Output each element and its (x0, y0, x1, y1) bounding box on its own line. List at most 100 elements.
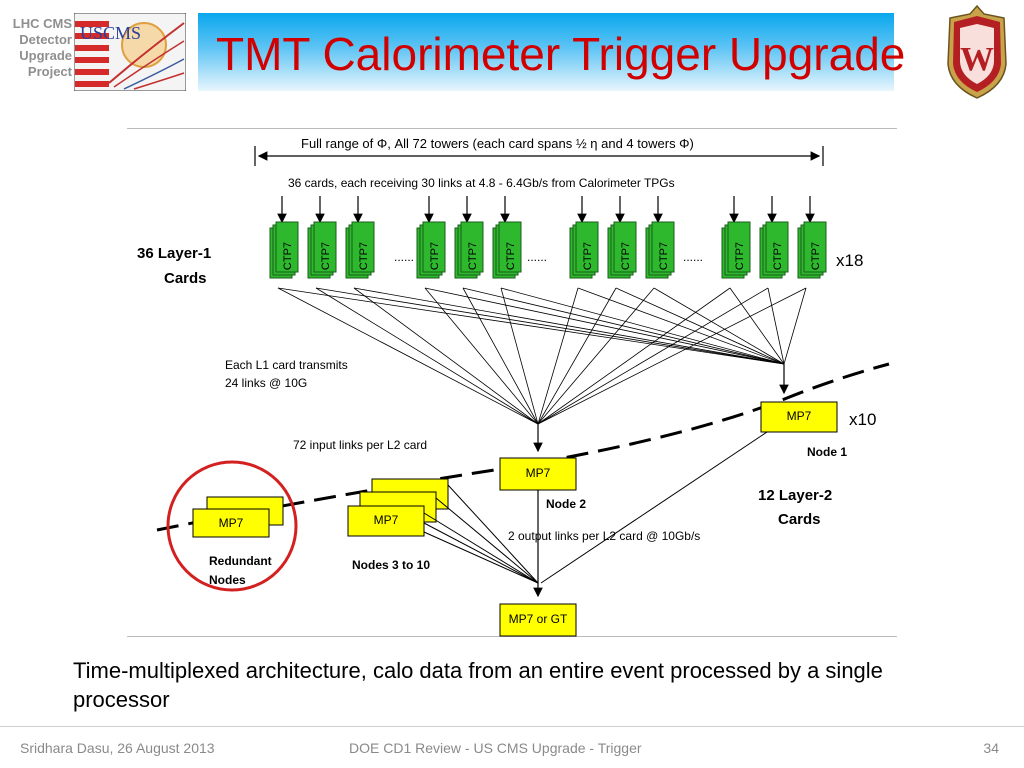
logo-text: USCMS (80, 23, 141, 43)
ctp7-card-label: CTP7 (467, 242, 479, 270)
ctp7-card: CTP7 (454, 221, 484, 279)
nodes3-box (347, 505, 425, 537)
node1-box (760, 401, 838, 433)
ctp7-card: CTP7 (645, 221, 675, 279)
project-label-line: Detector (19, 32, 72, 47)
fan-out-link (653, 287, 785, 365)
output-links-label: 2 output links per L2 card @ 10Gb/s (508, 529, 700, 543)
redundant-label: Redundant (209, 554, 272, 568)
layer2-multiplier: x10 (849, 410, 876, 429)
transmit-label: Each L1 card transmits (225, 358, 348, 372)
ctp7-card-label: CTP7 (358, 242, 370, 270)
top-range-label: Full range of Φ, All 72 towers (each car… (301, 136, 694, 151)
fan-out-link (729, 287, 785, 365)
fan-out-link (537, 287, 769, 425)
ctp7-card: CTP7 (721, 221, 751, 279)
ctp7-card-label: CTP7 (658, 242, 670, 270)
fan-out-link (462, 287, 539, 425)
page-number: 34 (983, 740, 999, 756)
node2-box-label: MP7 (526, 466, 551, 480)
fan-out-link (537, 287, 655, 425)
ctp7-card-label: CTP7 (320, 242, 332, 270)
ctp7-card: CTP7 (607, 221, 637, 279)
fan-out-link (537, 287, 731, 425)
ctp7-card-label: CTP7 (772, 242, 784, 270)
input-arrows (277, 196, 815, 224)
final-box (499, 603, 577, 637)
slide-caption: Time-multiplexed architecture, calo data… (73, 658, 883, 712)
dashed-boundary (156, 362, 890, 532)
fan-out-link (424, 287, 785, 365)
crest-letter: W (960, 41, 994, 78)
fan-out-link (315, 287, 539, 425)
ctp7-card-label: CTP7 (734, 242, 746, 270)
fan-out-link (277, 287, 785, 365)
transmit-label: 24 links @ 10G (225, 376, 307, 390)
layer2-label: 12 Layer-2 (758, 487, 832, 504)
uscms-logo: USCMS (73, 12, 187, 92)
ellipsis: ...... (683, 250, 703, 264)
fan-out-link (577, 287, 785, 365)
fan-out-link (462, 287, 785, 365)
fan-out-link (500, 287, 785, 365)
ctp7-card: CTP7 (569, 221, 599, 279)
layer1-label: 36 Layer-1 (137, 245, 211, 262)
footer-divider (0, 726, 1024, 727)
fan-out-link (500, 287, 539, 425)
architecture-diagram: Full range of Φ, All 72 towers (each car… (127, 128, 897, 638)
node2-label: Node 2 (546, 497, 586, 511)
ctp7-card-label: CTP7 (282, 242, 294, 270)
footer-title: DOE CD1 Review - US CMS Upgrade - Trigge… (349, 740, 642, 756)
fan-out-link (277, 287, 539, 425)
ctp7-card: CTP7 (759, 221, 789, 279)
ctp7-card-label: CTP7 (582, 242, 594, 270)
final-box-label: MP7 or GT (509, 612, 568, 626)
nodes3-box-label: MP7 (374, 513, 399, 527)
layer1-cards: CTP7 CTP7 CTP7 CTP7 CTP7 CTP7 CTP7 CTP7 CTP7 CTP7… (269, 221, 827, 279)
layer1-multiplier: x18 (836, 251, 863, 270)
title-bar: TMT Calorimeter Trigger Upgrade (198, 13, 905, 91)
fan-out-link (615, 287, 785, 365)
project-label-line: LHC CMS (12, 16, 72, 31)
input-links-label: 72 input links per L2 card (293, 438, 427, 452)
fan-out-link (537, 287, 807, 425)
university-crest: W (944, 4, 1010, 100)
node1-label: Node 1 (807, 445, 847, 459)
nodes3-label: Nodes 3 to 10 (352, 558, 430, 572)
redundant-box-label: MP7 (219, 516, 244, 530)
page-title: TMT Calorimeter Trigger Upgrade (216, 28, 906, 80)
project-label-line: Upgrade (19, 48, 72, 63)
fan-out-link (783, 287, 807, 365)
redundant-label: Nodes (209, 573, 246, 587)
node1-box-label: MP7 (787, 409, 812, 423)
fan-out-lines (277, 287, 807, 425)
fan-out-link (537, 287, 617, 425)
project-label: LHC CMS Detector Upgrade Project (2, 16, 72, 80)
layer2-label: Cards (778, 511, 821, 528)
ctp7-card-label: CTP7 (810, 242, 822, 270)
ctp7-card-label: CTP7 (429, 242, 441, 270)
ctp7-card: CTP7 (345, 221, 375, 279)
ellipsis: ...... (527, 250, 547, 264)
ctp7-card: CTP7 (269, 221, 299, 279)
ctp7-card: CTP7 (416, 221, 446, 279)
project-label-line: Project (27, 64, 72, 79)
ctp7-card-label: CTP7 (505, 242, 517, 270)
fan-out-link (353, 287, 539, 425)
ctp7-card: CTP7 (797, 221, 827, 279)
fan-out-link (767, 287, 785, 365)
cards-input-label: 36 cards, each receiving 30 links at 4.8… (288, 176, 675, 190)
ctp7-card-label: CTP7 (620, 242, 632, 270)
fan-out-link (424, 287, 539, 425)
fan-out-link (353, 287, 785, 365)
redundant-box (192, 508, 270, 538)
ctp7-card: CTP7 (307, 221, 337, 279)
node2-box (499, 457, 577, 491)
footer-author-date: Sridhara Dasu, 26 August 2013 (20, 740, 215, 756)
redundant-circle (166, 460, 298, 592)
ellipsis: ...... (394, 250, 414, 264)
fan-out-link (315, 287, 785, 365)
layer1-label: Cards (164, 270, 207, 287)
ctp7-card: CTP7 (492, 221, 522, 279)
fan-out-link (537, 287, 579, 425)
